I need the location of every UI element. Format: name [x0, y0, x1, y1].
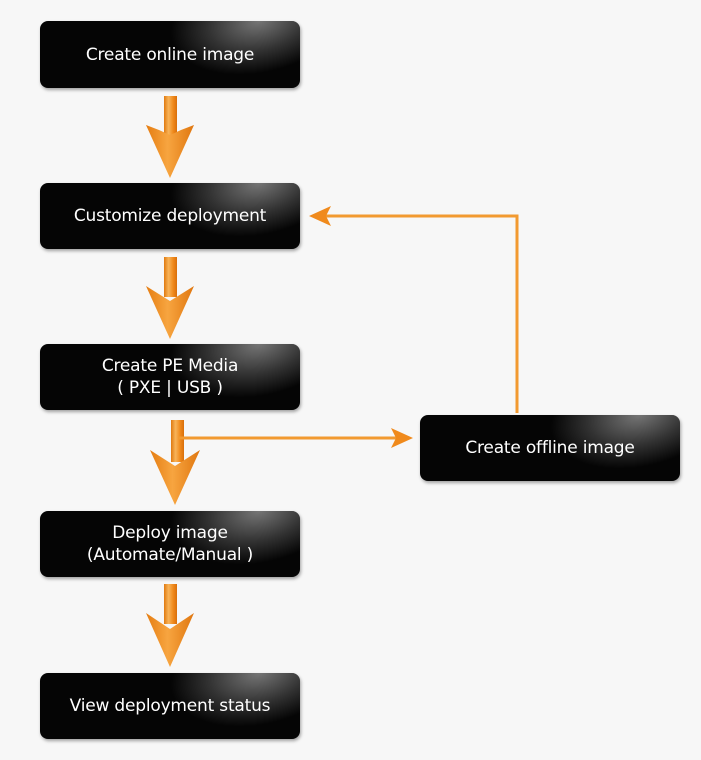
node-label-line2: ( PXE | USB ) — [117, 378, 223, 398]
node-view-deployment-status: View deployment status — [40, 673, 300, 739]
arrow-pe-media-to-deploy — [150, 420, 200, 505]
node-label-line1: Create PE Media — [101, 356, 239, 376]
arrow-customize-to-pe-media — [146, 257, 194, 339]
node-label: Create online image — [85, 44, 255, 65]
node-customize-deployment: Customize deployment — [40, 183, 300, 249]
node-create-online-image: Create online image — [40, 21, 300, 88]
arrow-online-to-customize — [146, 96, 194, 178]
node-label: Customize deployment — [73, 206, 267, 226]
node-label: Create offline image — [465, 438, 635, 458]
node-label-line1: Deploy image — [112, 523, 228, 543]
node-label: View deployment status — [69, 696, 271, 716]
node-label-line2: (Automate/Manual ) — [86, 545, 254, 565]
node-create-offline-image: Create offline image — [420, 415, 680, 481]
arrow-pe-media-to-offline — [178, 428, 413, 448]
arrow-deploy-to-status — [146, 584, 194, 667]
arrow-offline-to-customize — [309, 206, 519, 413]
node-deploy-image: Deploy image (Automate/Manual ) — [40, 511, 300, 577]
node-create-pe-media: Create PE Media ( PXE | USB ) — [40, 344, 300, 410]
